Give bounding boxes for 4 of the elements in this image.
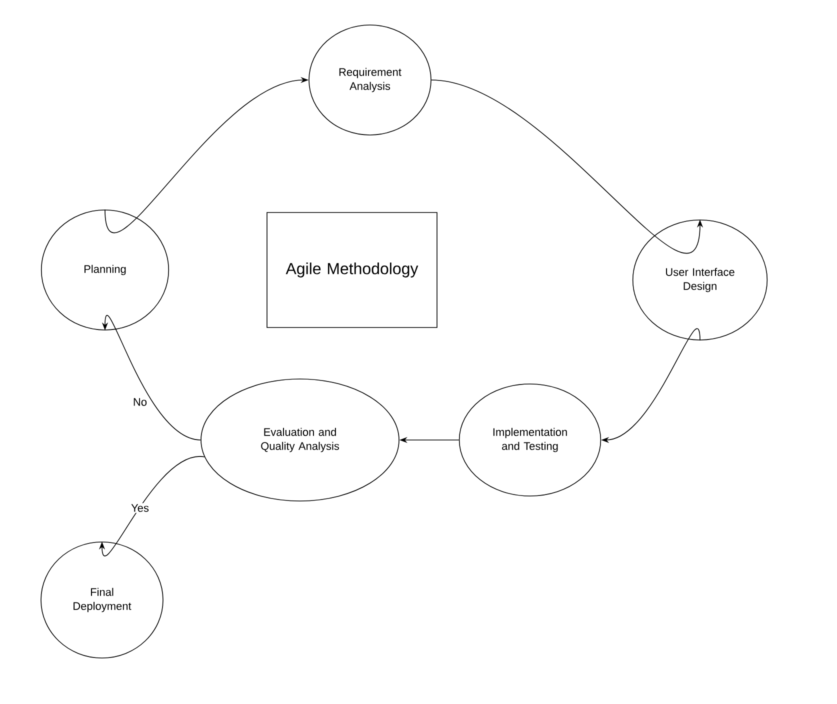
title-box: Agile Methodology: [266, 212, 438, 328]
edge-label: No: [132, 397, 148, 407]
arrow: [98, 456, 205, 556]
edge-label: Yes: [130, 503, 150, 513]
